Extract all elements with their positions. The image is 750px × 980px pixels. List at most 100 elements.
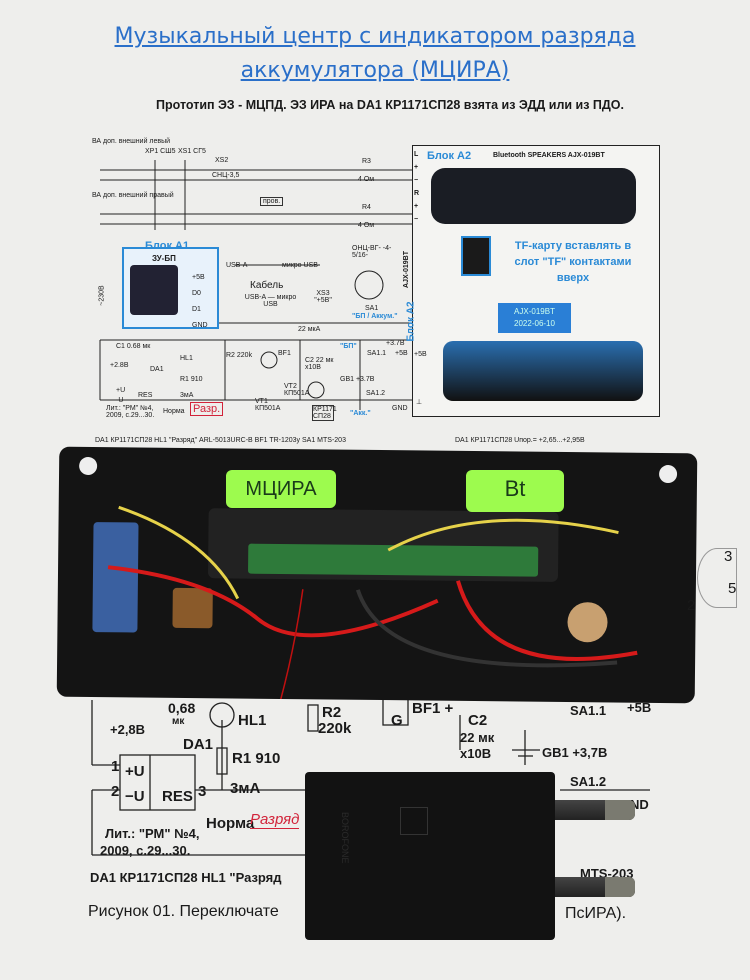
bt-module-side-photo	[443, 341, 643, 401]
schematic-wiring	[99, 160, 420, 410]
cable-label: Кабель	[250, 280, 284, 291]
enclosure-panel	[56, 446, 698, 704]
c2-label: C2 22 мк x10В	[305, 357, 334, 371]
din-connector-icon	[697, 548, 737, 608]
bt-module-photo	[431, 168, 636, 224]
usb-a-label: USB-A	[226, 262, 248, 269]
v28-value: +2,8В	[110, 722, 146, 737]
lcd-display: AJX-019BT 2022-06-10	[498, 303, 571, 333]
sa1-label: SA1	[365, 305, 379, 312]
pin-3: 3	[724, 548, 733, 565]
g-label: G	[391, 712, 403, 729]
pin-d1: D1	[192, 306, 201, 313]
onc-label: ОНЦ-ВГ- -4-5/16-	[352, 245, 392, 259]
r1-label: R1 910	[180, 376, 203, 383]
pin1: 1	[111, 758, 120, 775]
block-a2-side-model: AJX-019BT	[402, 251, 410, 288]
gb1-label: GB1 +3.7В	[340, 376, 375, 383]
prov-label: пров.	[260, 197, 284, 206]
label-mcira: МЦИРА	[226, 470, 336, 508]
sa12: SA1.2	[570, 774, 607, 789]
pin-ground-a2: ⊥	[416, 399, 423, 406]
c1-unit: мк	[172, 716, 185, 727]
c1-label: C1 0.68 мк	[116, 343, 151, 350]
sa11-label: SA1.1	[367, 350, 387, 357]
gnd-label: GND	[392, 405, 408, 412]
ma3: 3мА	[230, 780, 261, 797]
lit-ref-2: 2009, с.29...30.	[100, 843, 191, 858]
pin-gnd: GND	[192, 322, 208, 329]
parts-bottom: DA1 КР1171СП28 HL1 "Разряд	[90, 870, 282, 885]
cert-mark-icon	[400, 807, 428, 835]
xs2-type: СНЦ-3,5	[212, 172, 240, 179]
plug-prong-top	[555, 800, 635, 820]
pin-l-plus: +	[414, 164, 419, 171]
block-a2-model: Bluetooth SPEAKERS AJX-019BT	[493, 152, 605, 159]
da1-label: DA1	[150, 366, 164, 373]
razr-handwritten: Разр.	[190, 402, 224, 416]
usb-charger: BOROFONE	[305, 772, 555, 940]
xs2-label: XS2	[215, 157, 229, 164]
sa12-label: SA1.2	[366, 390, 386, 397]
wires	[107, 505, 638, 704]
pin2: 2	[111, 783, 120, 800]
xs1-label: XS1 СГ5	[178, 148, 206, 155]
minus-u-label: -U	[116, 397, 124, 404]
v5: +5В	[627, 700, 652, 715]
block-a2-side-label: Блок А2	[405, 301, 417, 342]
page-title-line1: Музыкальный центр с индикатором разряда	[114, 24, 636, 49]
lcd-line1: AJX-019BT	[514, 307, 555, 316]
minus-u: −U	[125, 788, 145, 805]
bf1-label: BF1	[278, 350, 291, 357]
charger-brand: BOROFONE	[340, 812, 350, 864]
norma: Норма	[206, 815, 255, 832]
akk-label: "Акк."	[350, 410, 371, 417]
lit-ref: Лит.: "РМ" №4, 2009, с.29...30.	[106, 405, 155, 419]
pin-r-plus: +	[414, 203, 419, 210]
block-a1-sub: ЗУ-БП	[152, 254, 176, 263]
xs3-label: XS3 "+5В"	[314, 290, 332, 304]
v28-label: +2.8В	[110, 362, 129, 369]
lcd-line2: 2022-06-10	[514, 319, 555, 328]
razryad-handwritten: Разряд	[250, 811, 300, 829]
pin-r: R	[414, 190, 420, 197]
a2-pins: L + − R + −	[414, 148, 419, 226]
c1-value: 0,68	[168, 700, 196, 716]
pin-5: 5	[728, 580, 737, 597]
bf1: BF1 +	[412, 700, 454, 717]
plus-u: +U	[125, 763, 145, 780]
pin-d0: D0	[192, 290, 201, 297]
sa1-desc: "БП / Аккум."	[352, 313, 398, 320]
figure-caption: Рисунок 01. Переключате	[88, 903, 279, 920]
pin-r-minus: −	[414, 216, 419, 223]
r3-label: R3	[362, 158, 371, 165]
r2-val: 220k	[318, 720, 352, 737]
bp-label: "БП"	[340, 343, 357, 350]
lit-ref-1: Лит.: "РМ" №4,	[105, 826, 200, 841]
da1-value: DA1	[183, 736, 214, 753]
v37-label: +3.7В	[386, 340, 405, 347]
xp1-label: ХР1 СШ5	[145, 148, 176, 155]
sa11: SA1.1	[570, 703, 607, 718]
cable-sub: USB-A — микро USB	[244, 294, 297, 308]
pin-2: 2	[687, 597, 696, 614]
r4-label: R4	[362, 204, 371, 211]
vt1-label: VT1 КП501А	[255, 398, 281, 412]
parts-caption-left: DA1 КР1171СП28 HL1 "Разряд" ARL-5013URC-…	[95, 437, 346, 444]
plug-prong-bottom	[555, 877, 635, 897]
figure-caption-end: ПсИРА).	[565, 905, 627, 922]
subtitle: Прототип ЭЗ - МЦПД. ЭЗ ИРА на DA1 КР1171…	[156, 98, 624, 112]
r1-value: R1 910	[232, 750, 281, 767]
mains-label: ~230В	[98, 285, 106, 306]
hl1-label: HL1	[180, 355, 193, 362]
res: RES	[162, 788, 193, 805]
c2-val: 22 мк	[460, 730, 495, 745]
v5-label: +5В	[395, 350, 408, 357]
sd-card-icon	[461, 236, 491, 276]
page-title-line2: аккумулятора (МЦИРА)	[240, 58, 510, 83]
ma3-label: 3мА	[180, 392, 194, 399]
hl1-value: HL1	[238, 712, 267, 729]
r3-value: 4 Ом	[358, 176, 375, 183]
pin3: 3	[198, 783, 207, 800]
res-label: RES	[138, 392, 153, 399]
